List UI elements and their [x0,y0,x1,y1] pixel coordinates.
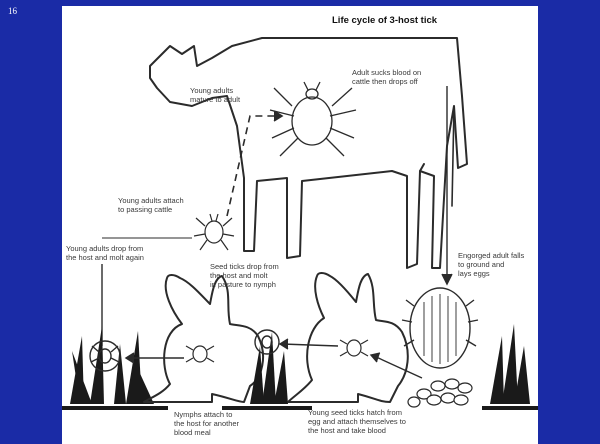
label-engorged: Engorged adult falls to ground and lays … [458,251,524,278]
tick-on-rabbit-left [186,346,214,362]
rabbit-right [288,273,408,402]
arrow-seed-drop [282,344,338,346]
cattle-hoof-line [420,164,424,171]
arrow-hatch [374,356,422,378]
tick-on-rabbit-right [340,340,368,356]
label-nymphs: Nymphs attach to the host for another bl… [174,410,239,437]
grass-middle [222,332,312,410]
life-cycle-diagram [62,6,538,444]
label-adult-sucks: Adult sucks blood on cattle then drops o… [352,68,421,86]
rabbit-left [144,275,263,402]
young-adult-tick-icon [194,214,234,250]
dashed-arrow-mature [227,116,280,216]
label-young-attach: Young adults attach to passing cattle [118,196,184,214]
grass-right [482,324,538,410]
label-young-seed: Young seed ticks hatch from egg and atta… [308,408,406,435]
seed-tick-circle [255,330,279,354]
engorged-adult-tick-icon [402,288,478,368]
slide-number: 16 [8,6,17,16]
adult-tick-icon [270,82,356,156]
label-young-drop: Young adults drop from the host and molt… [66,244,144,262]
tick-eggs [408,379,472,407]
nymph-circle-left [90,341,120,371]
label-seed-drop: Seed ticks drop from the host and molt i… [210,262,279,289]
label-young-mature: Young adults mature to adult [190,86,240,104]
diagram-title: Life cycle of 3-host tick [332,15,437,26]
diagram-panel: Life cycle of 3-host tick Adult sucks bl… [62,6,538,444]
